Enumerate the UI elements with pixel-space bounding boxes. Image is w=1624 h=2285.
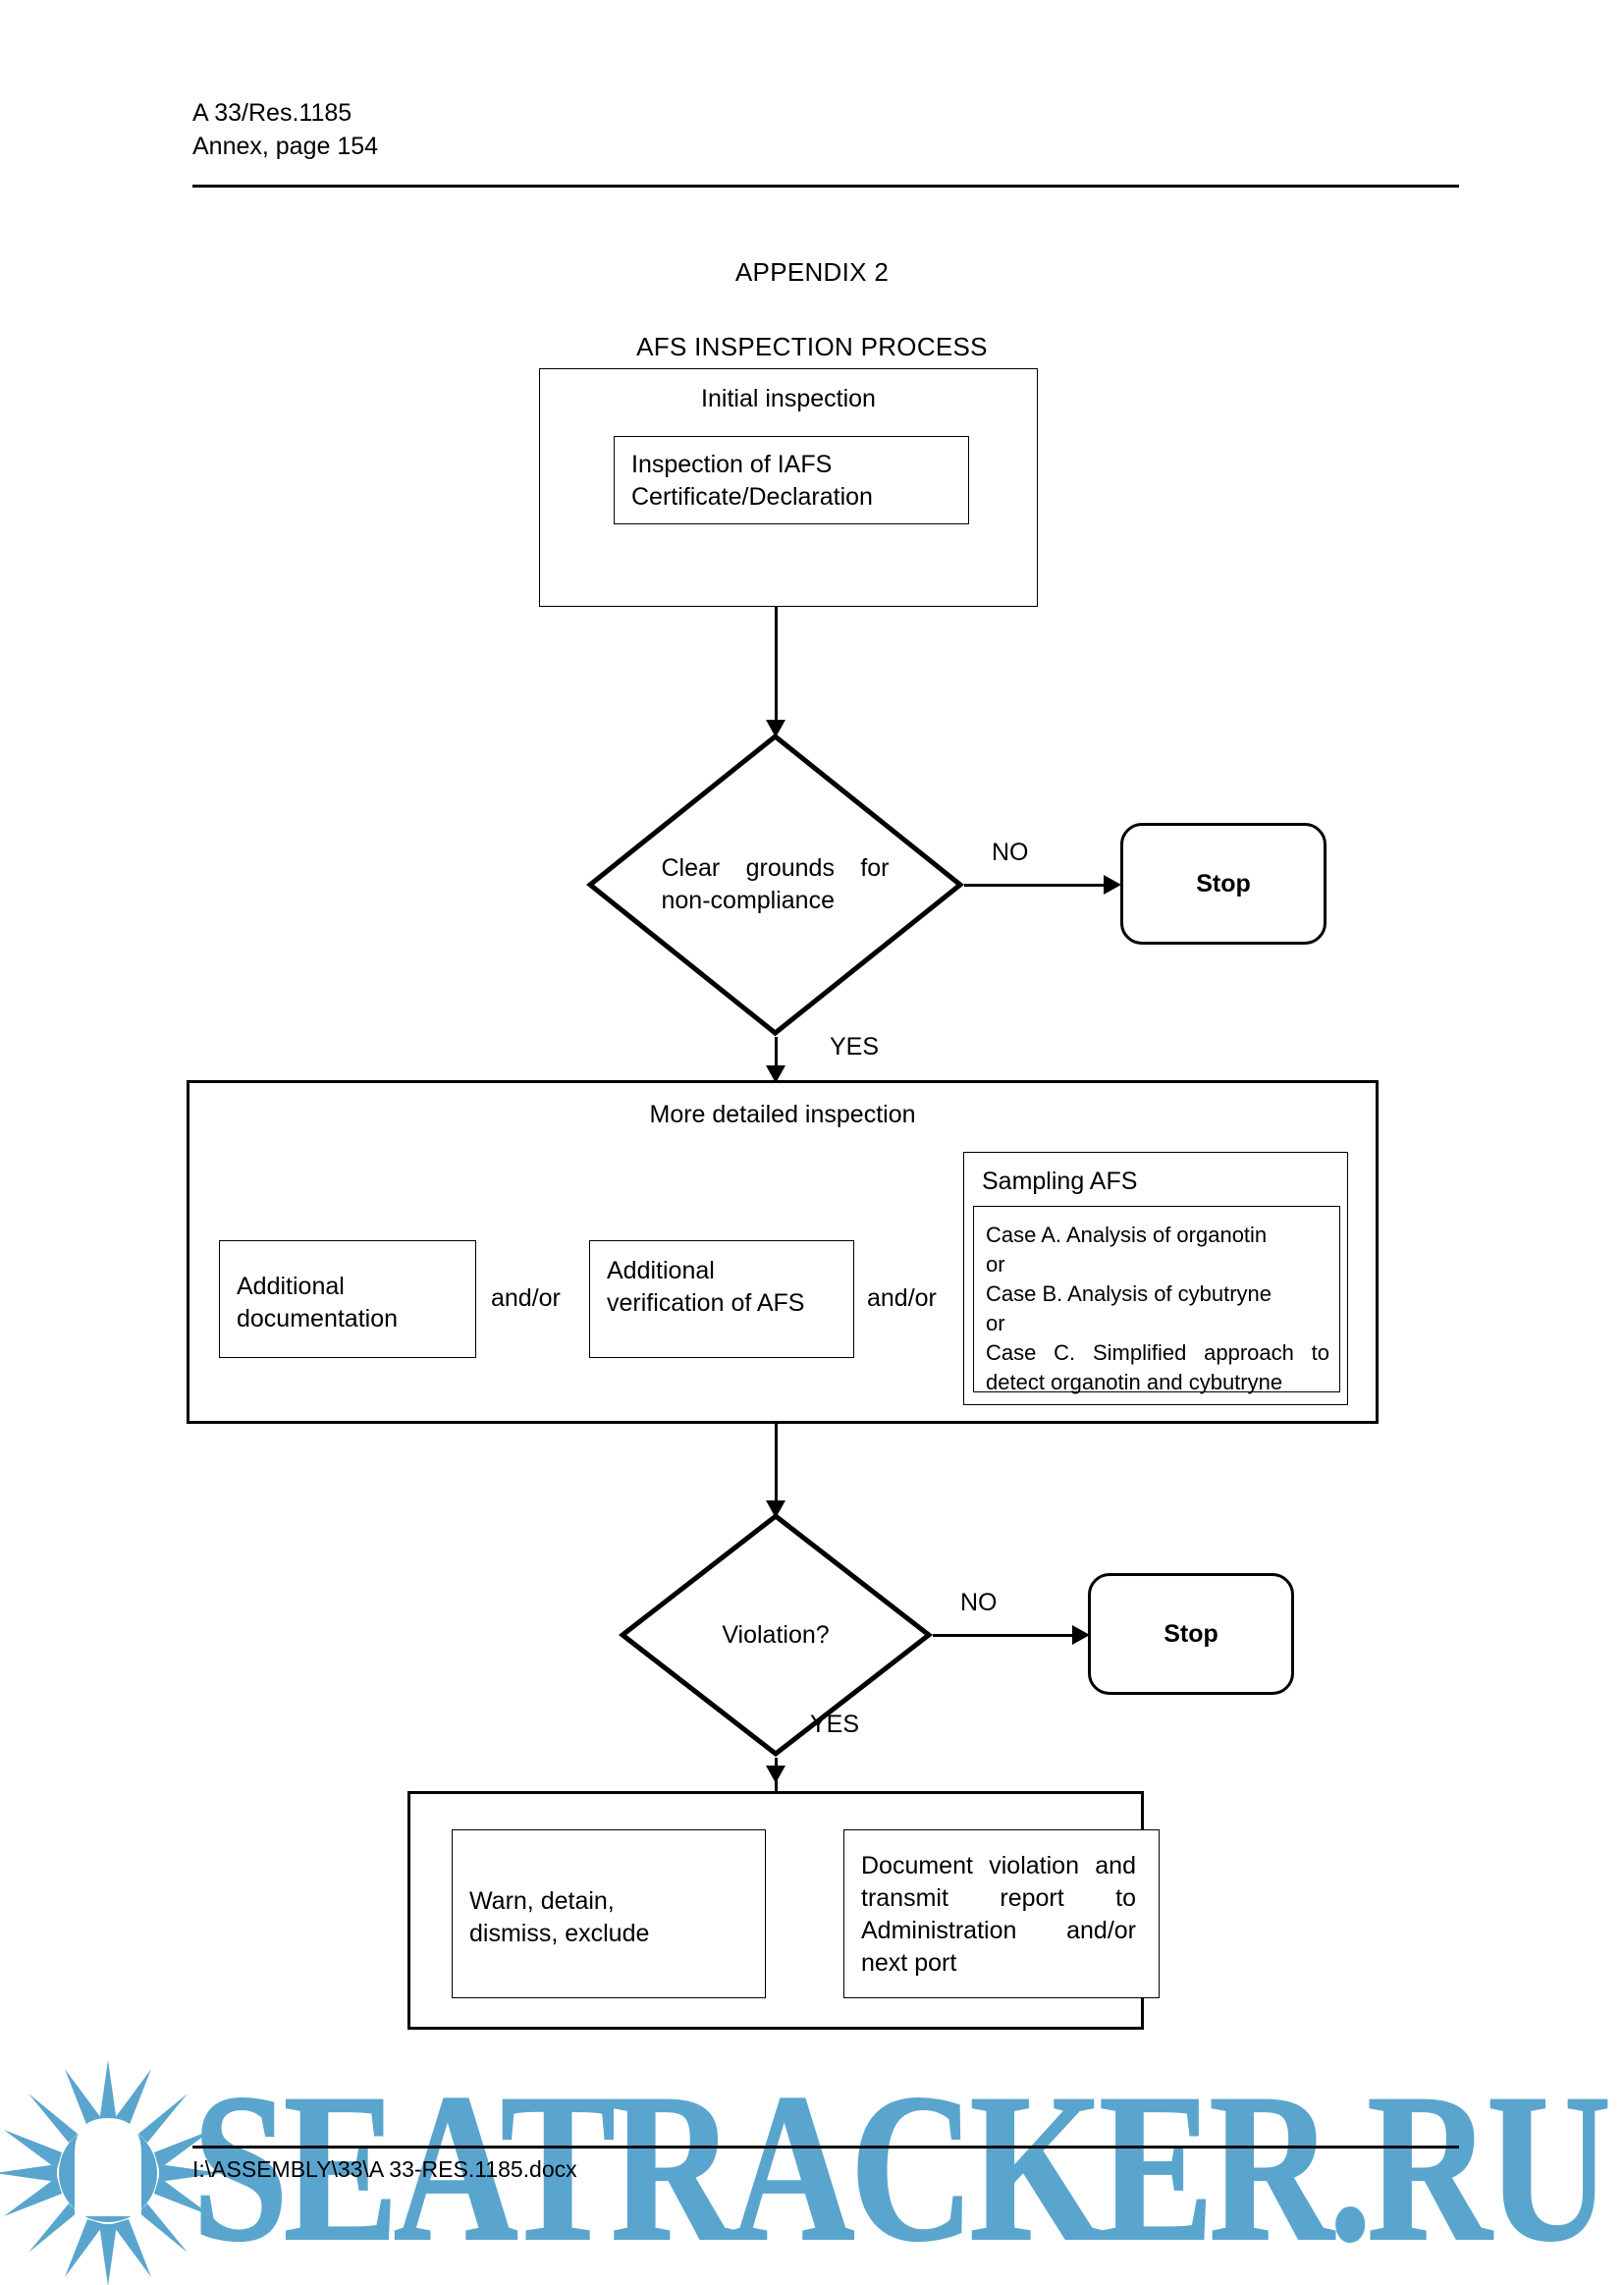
connector-and-or-1: and/or xyxy=(491,1284,561,1312)
sampling-or-2: or xyxy=(986,1311,1005,1335)
appendix-title: APPENDIX 2 xyxy=(734,257,890,287)
sampling-case-c: Case C. Simplified approach to detect or… xyxy=(986,1340,1329,1394)
arrow-detailed-to-decision2 xyxy=(766,1500,785,1518)
arrow-decision2-yes xyxy=(766,1766,785,1783)
decision2-yes-label: YES xyxy=(810,1711,860,1738)
arrow-decision1-yes xyxy=(766,1065,785,1083)
connector-initial-to-decision1 xyxy=(775,607,778,731)
header-doc-ref: A 33/Res.1185 xyxy=(192,99,352,127)
header-page-ref: Annex, page 154 xyxy=(192,133,379,160)
document-header: A 33/Res.1185 Annex, page 154 xyxy=(192,96,378,163)
connector-detailed-to-decision2 xyxy=(775,1424,778,1512)
stop-box-1: Stop xyxy=(1120,823,1326,945)
stop-box-2-label: Stop xyxy=(1164,1619,1218,1648)
arrow-initial-to-decision1 xyxy=(766,720,785,737)
sampling-afs-box: Sampling AFS Case A. Analysis of organot… xyxy=(963,1152,1348,1405)
document-violation-text: Document violation and transmit report t… xyxy=(861,1852,1136,1977)
sampling-case-a: Case A. Analysis of organotin xyxy=(986,1223,1268,1247)
warn-detain-text: Warn, detain, dismiss, exclude xyxy=(469,1887,650,1947)
header-divider xyxy=(192,185,1459,188)
connector-decision2-no xyxy=(933,1634,1076,1637)
iafs-certificate-box: Inspection of IAFS Certificate/Declarati… xyxy=(614,436,969,524)
decision-violation-text: Violation? xyxy=(722,1620,830,1649)
warn-detain-box: Warn, detain, dismiss, exclude xyxy=(452,1829,766,1998)
decision2-no-label: NO xyxy=(960,1589,998,1616)
initial-inspection-label: Initial inspection xyxy=(701,385,876,412)
detailed-inspection-label: More detailed inspection xyxy=(649,1101,916,1128)
arrow-decision1-no xyxy=(1104,875,1121,895)
additional-verification-text: Additional verification of AFS xyxy=(607,1257,805,1317)
decision1-no-label: NO xyxy=(992,839,1029,866)
arrow-decision2-no xyxy=(1072,1625,1090,1645)
sampling-case-b: Case B. Analysis of cybutryne xyxy=(986,1281,1272,1306)
sampling-afs-cases-box: Case A. Analysis of organotin or Case B.… xyxy=(973,1206,1340,1394)
footer-file-path: I:\ASSEMBLY\33\A 33-RES.1185.docx xyxy=(192,2156,577,2182)
stop-box-1-label: Stop xyxy=(1196,869,1251,898)
decision-clear-grounds: Clear grounds for non-compliance xyxy=(586,733,964,1037)
additional-documentation-text: Additional documentation xyxy=(237,1273,399,1333)
actions-box: Warn, detain, dismiss, exclude Document … xyxy=(407,1791,1160,2030)
connector-decision1-no xyxy=(964,884,1108,887)
decision-clear-grounds-text: Clear grounds for non-compliance xyxy=(661,854,890,914)
connector-and-or-2: and/or xyxy=(867,1284,937,1312)
stop-box-2: Stop xyxy=(1088,1573,1294,1695)
additional-documentation-box: Additional documentation xyxy=(219,1240,476,1358)
initial-inspection-box: Initial inspection Inspection of IAFS Ce… xyxy=(539,368,1038,607)
document-violation-box: Document violation and transmit report t… xyxy=(843,1829,1160,1998)
sampling-or-1: or xyxy=(986,1252,1005,1277)
detailed-inspection-box: More detailed inspection Additional docu… xyxy=(187,1080,1379,1424)
decision1-yes-label: YES xyxy=(830,1033,880,1061)
iafs-certificate-text: Inspection of IAFS Certificate/Declarati… xyxy=(631,451,873,511)
additional-verification-box: Additional verification of AFS xyxy=(589,1240,854,1358)
footer-divider xyxy=(192,2146,1459,2149)
decision-violation: Violation? xyxy=(619,1512,933,1758)
process-subtitle: AFS INSPECTION PROCESS xyxy=(636,332,988,361)
sampling-afs-label: Sampling AFS xyxy=(982,1168,1138,1195)
